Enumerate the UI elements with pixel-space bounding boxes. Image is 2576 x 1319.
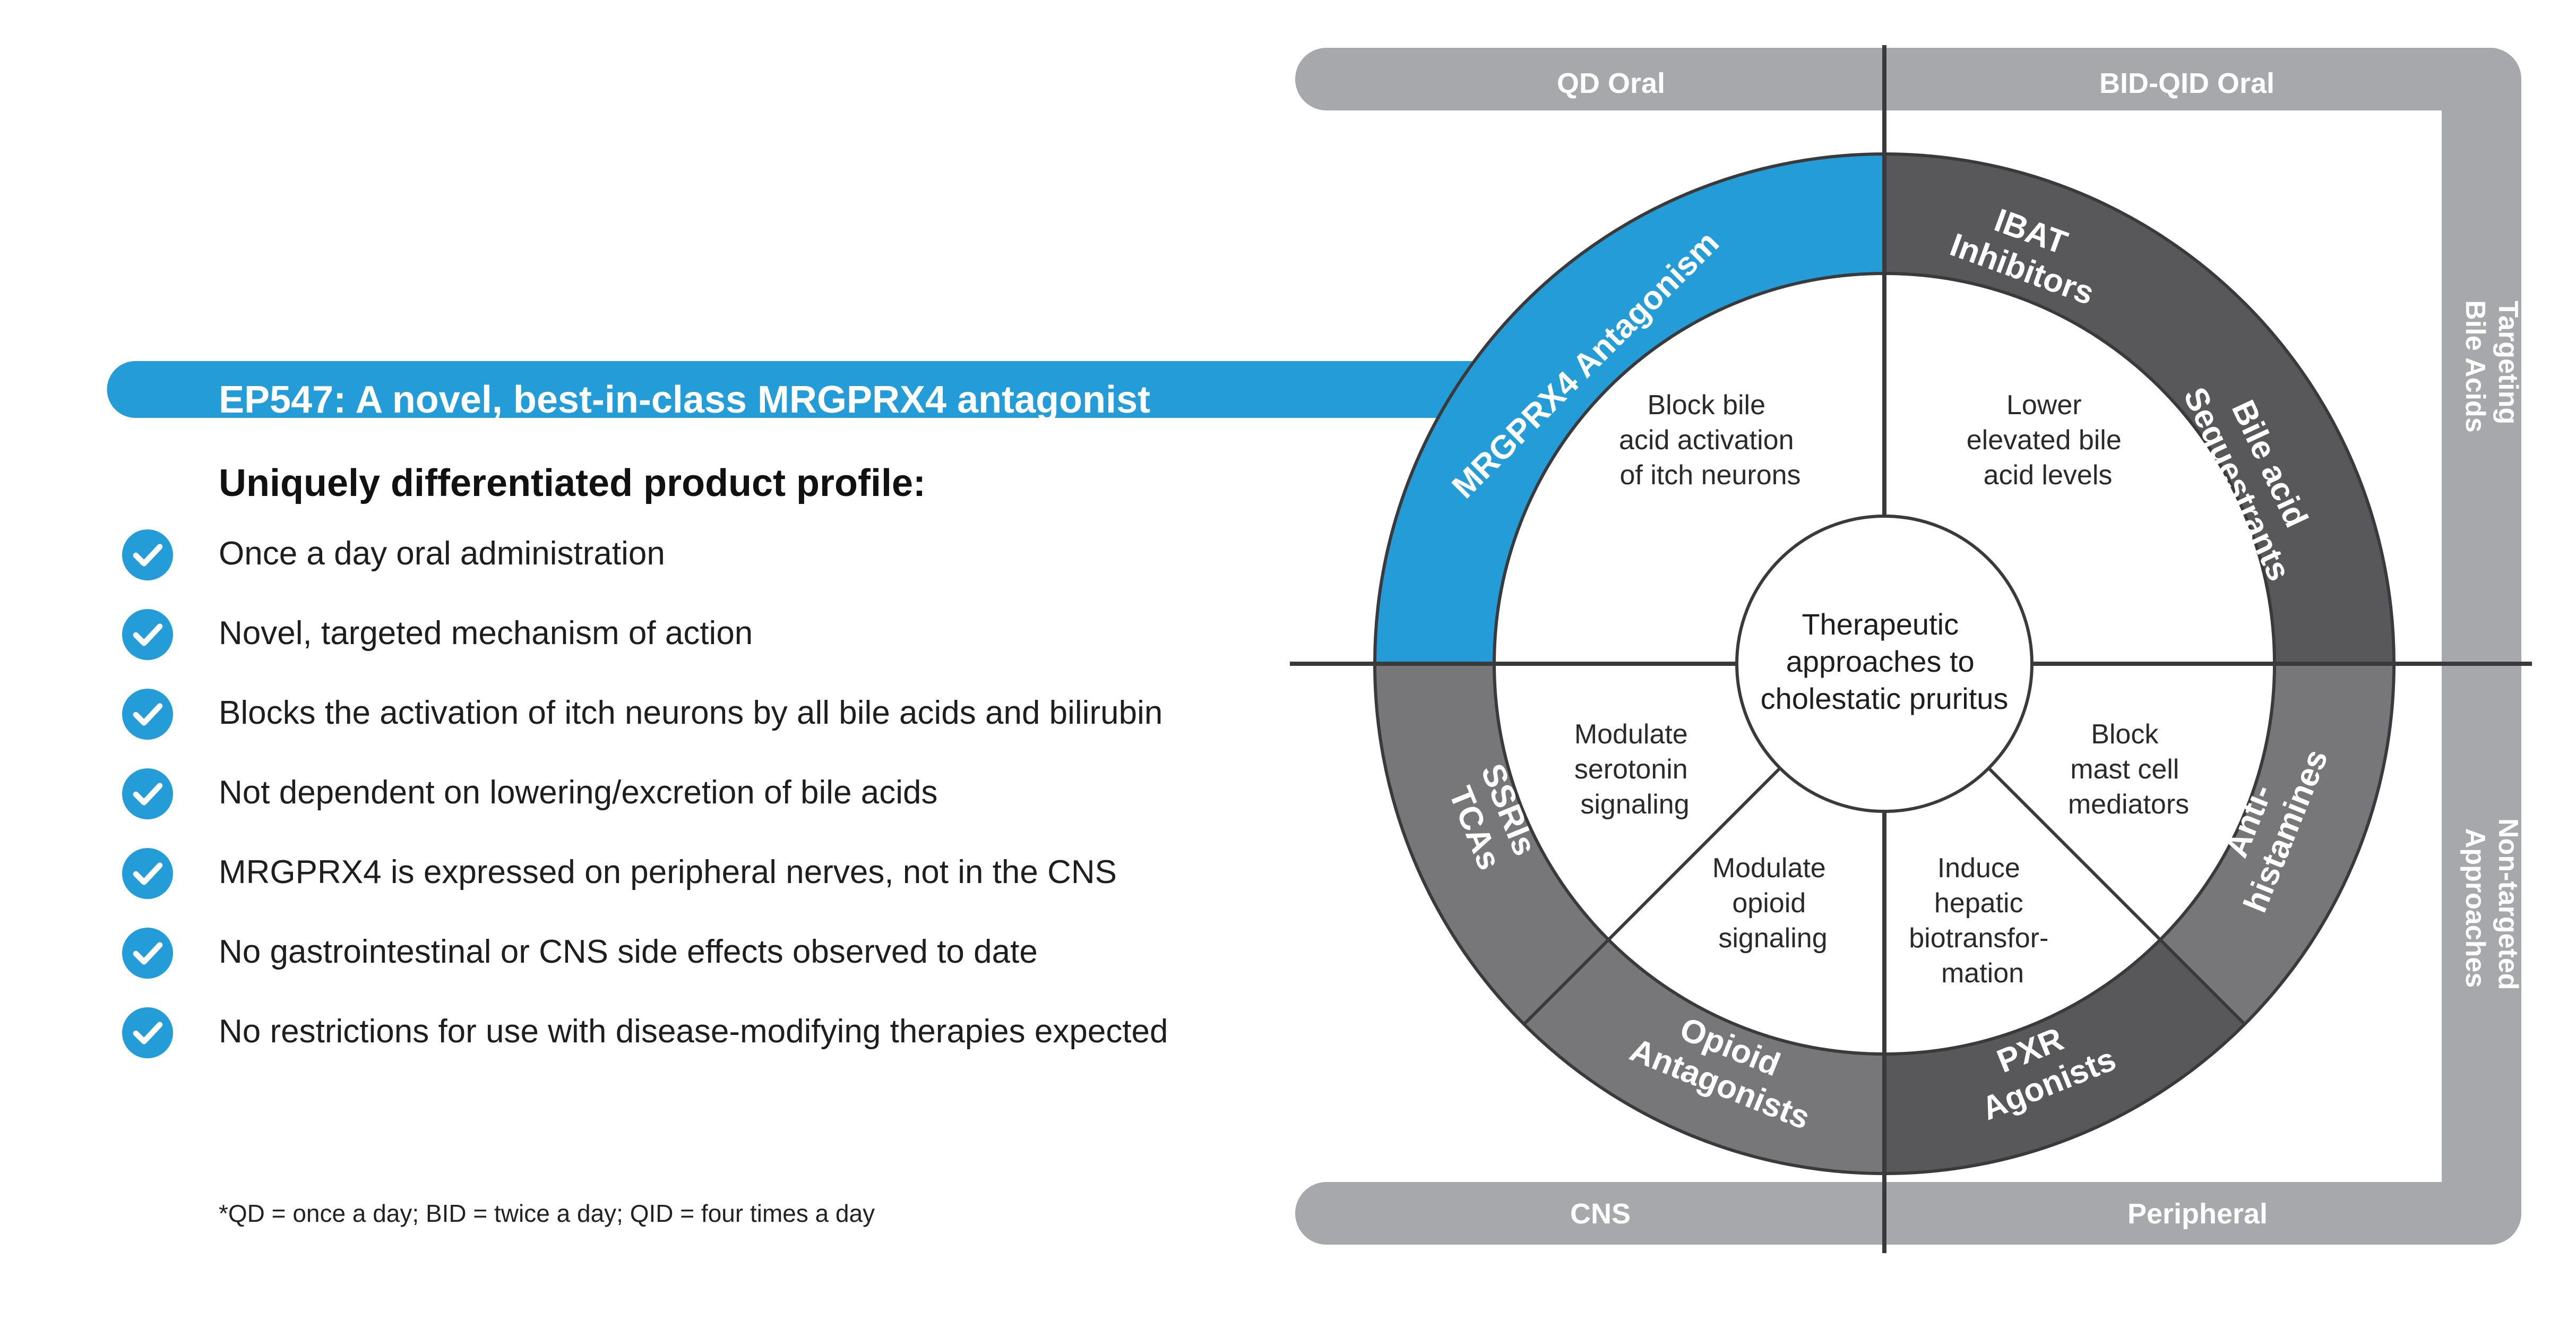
ring-segment-opioid xyxy=(1524,939,1884,1174)
inner-text-lower-bile-acid: Lower elevated bile acid levels xyxy=(1967,390,2129,491)
list-item-text: Blocks the activation of itch neurons by… xyxy=(219,695,1163,731)
ring-segment-pxr xyxy=(1884,939,2245,1174)
list-item: Not dependent on lowering/excretion of b… xyxy=(122,767,1343,847)
axis-label-cns: CNS xyxy=(1570,1198,1631,1230)
list-item: Once a day oral administration xyxy=(122,528,1343,608)
list-item-text: MRGPRX4 is expressed on peripheral nerve… xyxy=(219,854,1117,890)
list-item: MRGPRX4 is expressed on peripheral nerve… xyxy=(122,847,1343,927)
ring-segment-mrgprx4 xyxy=(1375,154,1884,664)
axis-label-targeting-bile-acids: Targeting Bile Acids xyxy=(2460,300,2523,433)
center-title: Therapeutic approaches to cholestatic pr… xyxy=(1761,607,2009,715)
check-circle-icon xyxy=(122,1007,173,1058)
check-circle-icon xyxy=(122,928,173,979)
center-circle xyxy=(1735,515,2034,813)
feature-list: Once a day oral administration Novel, ta… xyxy=(122,528,1343,1086)
inner-text-block-mast-cell: Block mast cell mediators xyxy=(2068,719,2189,820)
profile-subtitle: Uniquely differentiated product profile: xyxy=(219,462,926,504)
axis-label-peripheral: Peripheral xyxy=(2127,1198,2268,1230)
ring-segment-ssri xyxy=(1375,664,1609,1024)
axis-bar-right xyxy=(2442,48,2521,1245)
list-item: Novel, targeted mechanism of action xyxy=(122,608,1343,688)
banner-bar xyxy=(107,300,1587,418)
ring-segment-antihist xyxy=(2160,664,2394,1024)
check-circle-icon xyxy=(122,848,173,899)
inner-text-induce-hepatic: Induce hepatic biotransfor- mation xyxy=(1909,853,2056,989)
footnote: *QD = once a day; BID = twice a day; QID… xyxy=(219,1200,875,1227)
inner-text-modulate-serotonin: Modulate serotonin signaling xyxy=(1574,719,1695,820)
inner-text-modulate-opioid: Modulate opioid signaling xyxy=(1712,853,1833,954)
list-item: No restrictions for use with disease-mod… xyxy=(122,1006,1343,1086)
ring-segment-bile-acid-upper xyxy=(1884,154,2394,664)
divider-lower-left xyxy=(1523,767,1781,1025)
banner-title: EP547: A novel, best-in-class MRGPRX4 an… xyxy=(219,379,1151,421)
inner-text-block-bile-acid: Block bile acid activation of itch neuro… xyxy=(1619,390,1802,491)
check-circle-icon xyxy=(122,529,173,580)
check-circle-icon xyxy=(122,768,173,819)
list-item-text: Once a day oral administration xyxy=(219,535,665,572)
list-item: Blocks the activation of itch neurons by… xyxy=(122,688,1343,767)
list-item-text: No restrictions for use with disease-mod… xyxy=(219,1013,1168,1050)
axis-bar-bottom xyxy=(1295,1182,2521,1245)
list-item: No gastrointestinal or CNS side effects … xyxy=(122,927,1343,1006)
axis-label-bid-qid-oral: BID-QID Oral xyxy=(2099,67,2275,99)
axis-bar-top xyxy=(1295,48,2521,110)
axis-label-qd-oral: QD Oral xyxy=(1557,67,1665,99)
list-item-text: Novel, targeted mechanism of action xyxy=(219,615,753,652)
divider-lower-right xyxy=(1987,767,2246,1025)
list-item-text: Not dependent on lowering/excretion of b… xyxy=(219,774,938,811)
axis-label-non-targeted-approaches: Non-targeted Approaches xyxy=(2460,818,2523,998)
check-circle-icon xyxy=(122,609,173,660)
list-item-text: No gastrointestinal or CNS side effects … xyxy=(219,933,1038,970)
check-circle-icon xyxy=(122,689,173,740)
